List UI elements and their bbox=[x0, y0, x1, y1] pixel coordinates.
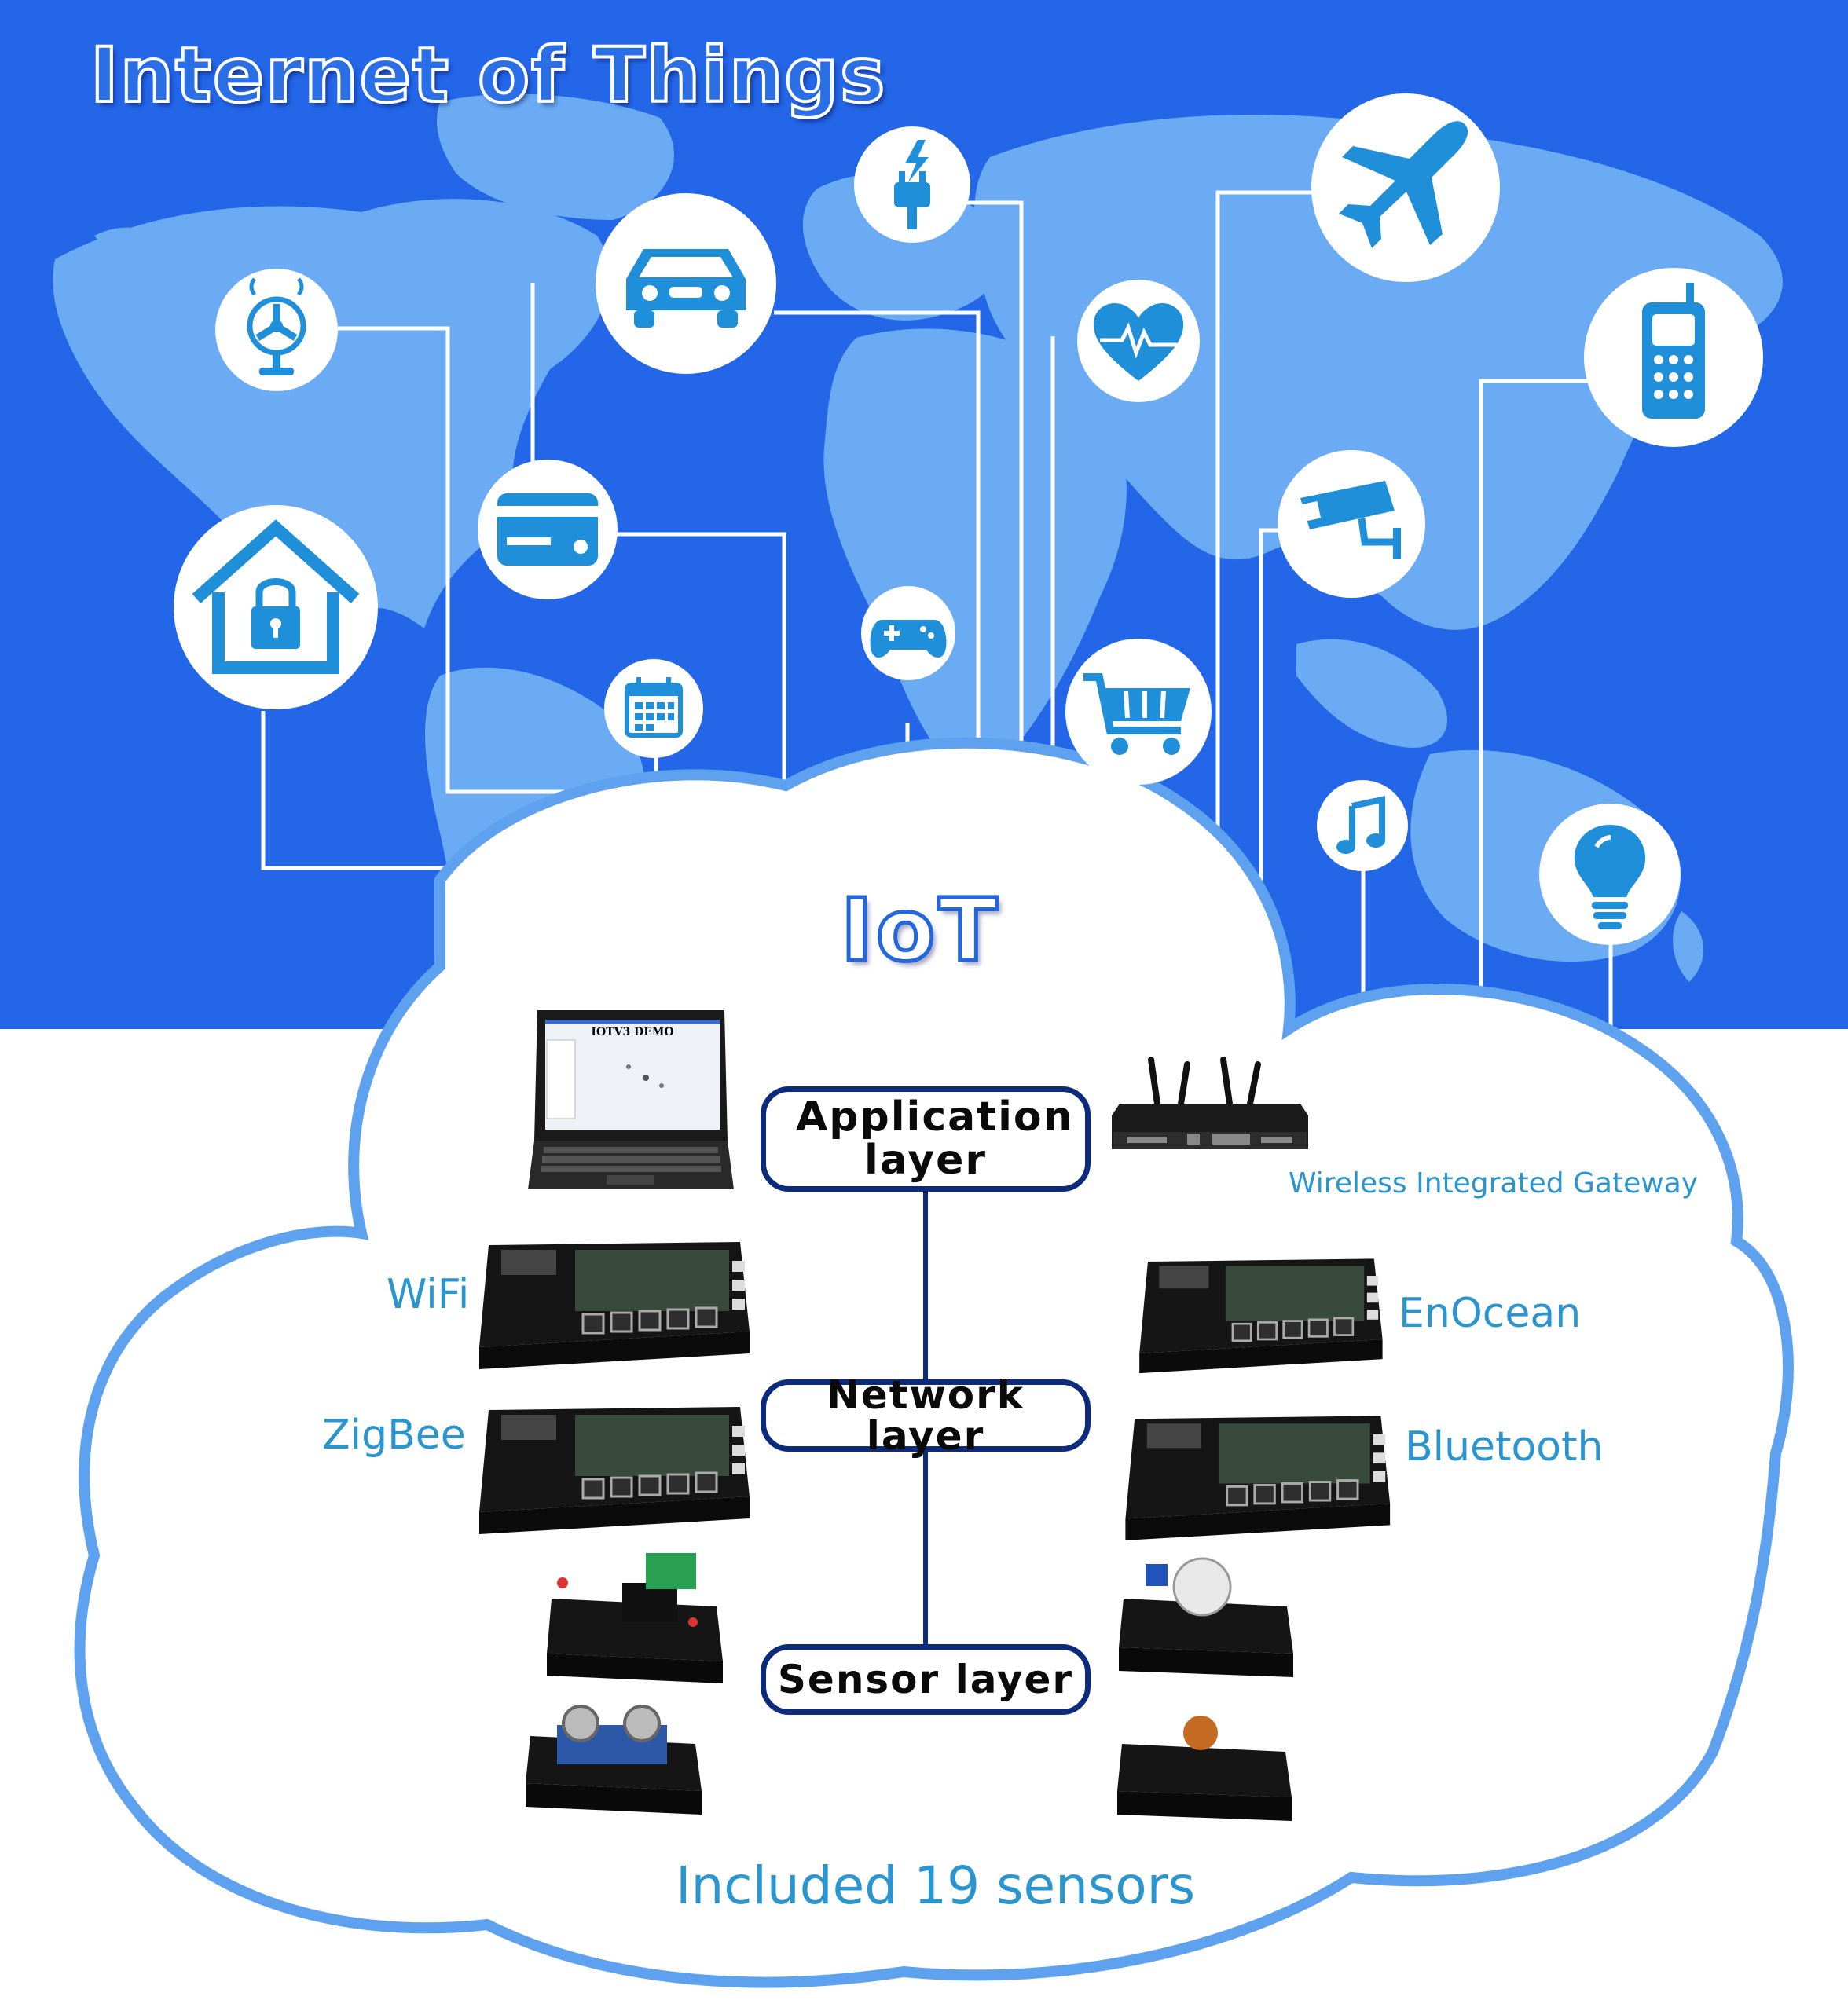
heartbeat-icon bbox=[1077, 280, 1200, 402]
sensor-layer-label: Sensor layer bbox=[777, 1656, 1074, 1702]
connector-lines bbox=[261, 190, 1613, 1029]
network-layer-box: Network layer bbox=[761, 1374, 1091, 1456]
enocean-board-image bbox=[1139, 1258, 1383, 1374]
calendar-icon bbox=[604, 659, 703, 758]
application-layer-box: Application layer bbox=[761, 1086, 1091, 1192]
zigbee-label: ZigBee bbox=[322, 1412, 466, 1459]
application-layer-label: Application layer bbox=[796, 1093, 1074, 1184]
laptop-screen-text: IOTV3 DEMO bbox=[591, 1026, 673, 1038]
home-lock-icon bbox=[174, 505, 378, 709]
music-icon bbox=[1317, 780, 1408, 871]
shopping-cart-icon bbox=[1065, 639, 1212, 785]
enocean-label: EnOcean bbox=[1399, 1290, 1582, 1337]
credit-card-icon bbox=[478, 460, 618, 599]
gateway-label: Wireless Integrated Gateway bbox=[1289, 1167, 1699, 1200]
zigbee-board-image bbox=[479, 1407, 750, 1534]
car-icon bbox=[596, 193, 776, 374]
cloud-title: IoT bbox=[839, 878, 1001, 983]
network-layer-label: Network layer bbox=[826, 1372, 1025, 1459]
gas-sensor-image bbox=[1117, 1716, 1292, 1821]
laptop-image: IOTV3 DEMO bbox=[528, 1010, 734, 1189]
game-controller-icon bbox=[861, 586, 955, 680]
relay-sensor-image bbox=[547, 1553, 723, 1683]
security-camera-icon bbox=[1278, 450, 1425, 598]
power-plug-icon bbox=[854, 126, 970, 243]
gateway-image bbox=[1112, 1057, 1308, 1149]
pir-sensor-image bbox=[1119, 1557, 1293, 1677]
mobile-phone-icon bbox=[1584, 268, 1763, 447]
wifi-label: WiFi bbox=[387, 1271, 470, 1318]
bluetooth-label: Bluetooth bbox=[1405, 1423, 1604, 1471]
light-bulb-icon bbox=[1539, 804, 1681, 945]
sensor-layer-box: Sensor layer bbox=[761, 1644, 1091, 1715]
fan-icon bbox=[215, 269, 338, 391]
cloud-shape bbox=[74, 737, 1794, 1988]
page-title: Internet of Things bbox=[89, 30, 887, 121]
airplane-icon bbox=[1311, 93, 1500, 282]
wifi-board-image bbox=[479, 1242, 750, 1369]
ultrasonic-sensor-image bbox=[526, 1705, 702, 1815]
bluetooth-board-image bbox=[1125, 1416, 1391, 1540]
sensors-count-label: Included 19 sensors bbox=[676, 1855, 1196, 1916]
